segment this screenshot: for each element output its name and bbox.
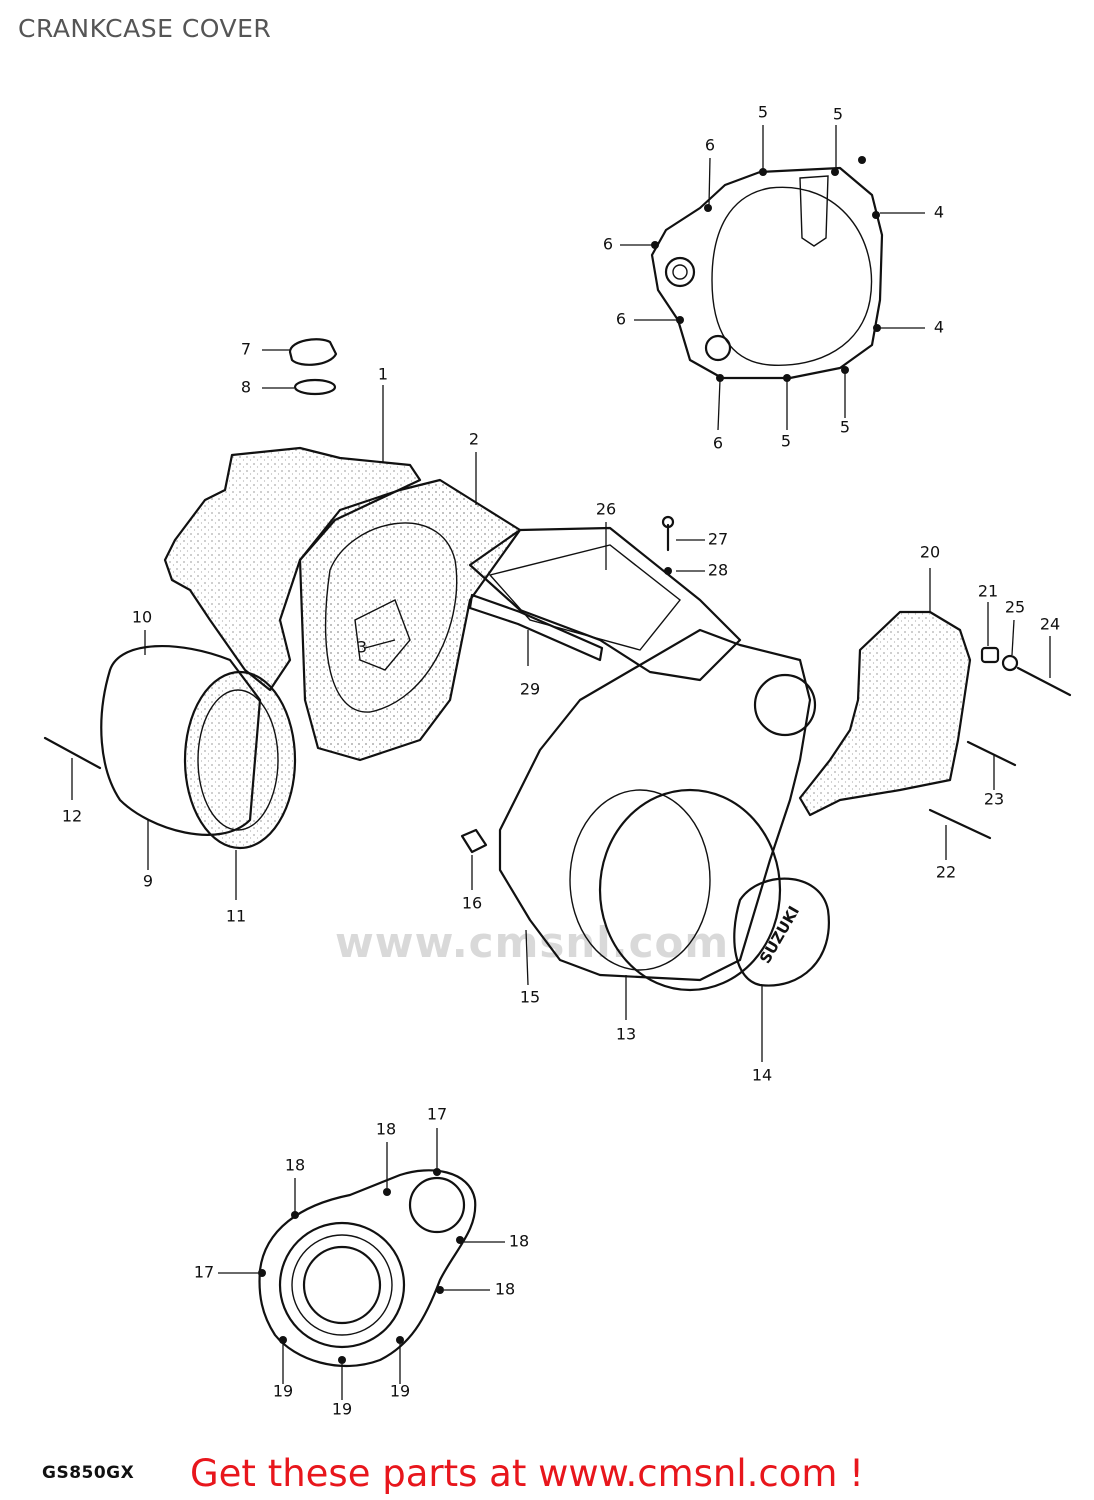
part-label-12: 12 xyxy=(62,807,82,826)
part-label-6: 6 xyxy=(713,434,723,453)
part-label-19: 19 xyxy=(273,1382,293,1401)
bolt-12 xyxy=(43,736,102,770)
part-label-25: 25 xyxy=(1005,598,1025,617)
part-label-8: 8 xyxy=(241,378,251,397)
generator-cover-body xyxy=(498,628,812,982)
part-label-15: 15 xyxy=(520,988,540,1007)
washer-25 xyxy=(1001,654,1019,672)
part-label-4: 4 xyxy=(934,318,944,337)
generator-cover-dome xyxy=(598,788,782,992)
part-label-22: 22 xyxy=(936,863,956,882)
generator-cover-group: SUZUKI xyxy=(460,628,830,1062)
watermark: www.cmsnl.com xyxy=(335,918,730,967)
sprocket-cover-group xyxy=(218,1128,505,1400)
part-label-26: 26 xyxy=(596,500,616,519)
part-label-19: 19 xyxy=(390,1382,410,1401)
cover-logo-text: SUZUKI xyxy=(756,903,803,967)
part-label-1: 1 xyxy=(378,365,388,384)
part-label-17: 17 xyxy=(194,1263,214,1282)
part-label-18: 18 xyxy=(376,1120,396,1139)
dowel-16 xyxy=(460,828,488,854)
part-label-10: 10 xyxy=(132,608,152,627)
generator-cap xyxy=(733,877,830,987)
part-label-6: 6 xyxy=(705,136,715,155)
part-label-6: 6 xyxy=(616,310,626,329)
part-label-29: 29 xyxy=(520,680,540,699)
part-label-20: 20 xyxy=(920,543,940,562)
part-label-23: 23 xyxy=(984,790,1004,809)
top-cover-tab xyxy=(799,175,829,247)
page-title: CRANKCASE COVER xyxy=(18,14,272,43)
gasket-strip xyxy=(468,593,604,662)
bolt-23 xyxy=(966,740,1017,767)
oil-filler-cap xyxy=(262,338,338,396)
top-cover-screws xyxy=(651,156,881,382)
part-label-24: 24 xyxy=(1040,615,1060,634)
top-cover-hole xyxy=(704,334,732,362)
part-label-13: 13 xyxy=(616,1025,636,1044)
part-label-21: 21 xyxy=(978,582,998,601)
breather-cover xyxy=(468,526,742,682)
model-code: GS850GX xyxy=(42,1463,135,1483)
bolt-22 xyxy=(928,808,992,840)
part-label-5: 5 xyxy=(840,418,850,437)
starter-cover-group xyxy=(798,568,1072,860)
part-label-27: 27 xyxy=(708,530,728,549)
part-label-4: 4 xyxy=(934,203,944,222)
part-label-6: 6 xyxy=(603,235,613,254)
top-cover-leaders xyxy=(620,125,925,431)
part-label-14: 14 xyxy=(752,1066,772,1085)
part-label-18: 18 xyxy=(509,1232,529,1251)
get-parts-link[interactable]: Get these parts at www.cmsnl.com ! xyxy=(190,1452,865,1495)
top-cover-inner-ring xyxy=(711,186,873,366)
part-labels: 1 2 3 4 4 5 5 5 5 6 6 6 6 7 8 9 10 11 12… xyxy=(62,103,1060,1419)
adapter-housing xyxy=(100,644,262,836)
sprocket-cover-body xyxy=(258,1169,477,1368)
top-cover-group xyxy=(620,125,925,431)
o-ring xyxy=(293,378,337,396)
part-label-9: 9 xyxy=(143,872,153,891)
spacer-21 xyxy=(980,646,1000,664)
part-label-17: 17 xyxy=(427,1105,447,1124)
bolt-24 xyxy=(1016,666,1072,697)
part-label-19: 19 xyxy=(332,1400,352,1419)
top-cover-oil-seal xyxy=(664,256,696,288)
sprocket-cover-window xyxy=(408,1176,466,1234)
part-label-18: 18 xyxy=(495,1280,515,1299)
part-label-18: 18 xyxy=(285,1156,305,1175)
left-adapter-group xyxy=(43,630,297,900)
part-label-5: 5 xyxy=(781,432,791,451)
sprocket-cover-leaders xyxy=(218,1128,505,1400)
part-label-3: 3 xyxy=(357,638,367,657)
part-label-5: 5 xyxy=(758,103,768,122)
part-label-7: 7 xyxy=(241,340,251,359)
part-label-11: 11 xyxy=(226,907,246,926)
part-label-16: 16 xyxy=(462,894,482,913)
sprocket-cover-screws xyxy=(258,1168,464,1364)
part-label-28: 28 xyxy=(708,561,728,580)
part-label-2: 2 xyxy=(469,430,479,449)
middle-cover-group xyxy=(468,515,742,682)
part-label-5: 5 xyxy=(833,105,843,124)
